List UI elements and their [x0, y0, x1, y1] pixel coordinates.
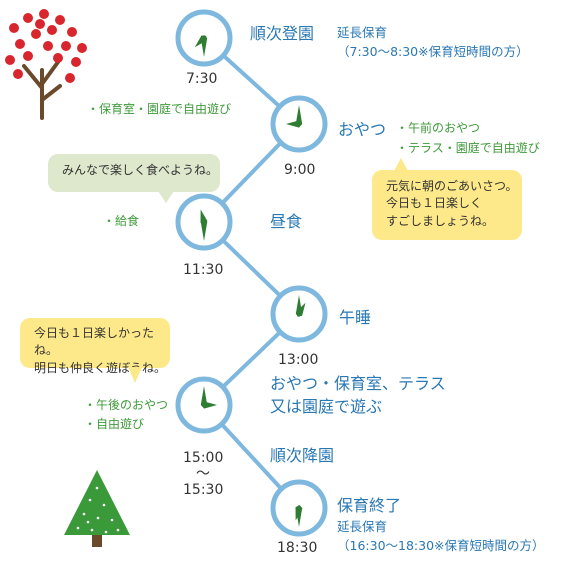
- extended-care-detail-evening: （16:30〜18:30※保育短時間の方）: [337, 538, 545, 553]
- speech-bubble-morning: 元気に朝のごあいさつ。 今日も１日楽しく すごしましょうね。: [372, 170, 522, 240]
- note-free-play-afternoon: ・自由遊び: [84, 417, 145, 431]
- time-1300: 13:00: [278, 352, 319, 368]
- pine-tree-icon: [64, 470, 130, 547]
- speech-bubble-morning-line-3: すごしましょうね。: [386, 213, 495, 228]
- speech-bubble-afternoon: 今日も１日楽しかったね。 明日も仲良く遊ぼうね。: [20, 318, 170, 375]
- speech-bubble-morning-line-2: 今日も１日楽しく: [386, 196, 483, 211]
- clock-icon: [175, 376, 233, 434]
- speech-bubble-morning-line-1: 元気に朝のごあいさつ。: [386, 179, 518, 193]
- time-0730: 7:30: [186, 71, 218, 87]
- speech-bubble-afternoon-line-1: 今日も１日楽しかったね。: [34, 326, 155, 358]
- event-departure: 順次降園: [270, 446, 335, 465]
- clock-icon: [270, 95, 328, 153]
- event-lunch: 昼食: [270, 212, 303, 231]
- time-1830: 18:30: [277, 540, 318, 556]
- event-care-end: 保育終了: [337, 496, 402, 515]
- event-snack-morning: おやつ: [338, 120, 387, 139]
- note-morning-snack: ・午前のおやつ: [396, 121, 481, 135]
- speech-bubble-morning-tail: [394, 158, 408, 171]
- extended-care-detail-morning: （7:30〜8:30※保育短時間の方）: [337, 44, 529, 59]
- note-free-play-morning: ・保育室・園庭で自由遊び: [87, 102, 232, 116]
- event-afternoon-play-line-2: 又は園庭で遊ぶ: [270, 397, 383, 416]
- speech-bubble-lunch-tail: [158, 191, 174, 203]
- event-nap: 午睡: [339, 308, 372, 327]
- event-arrival: 順次登園: [250, 24, 315, 43]
- time-1500: 15:00: [183, 450, 224, 466]
- extended-care-label-evening: 延長保育: [337, 519, 388, 534]
- extended-care-label-morning: 延長保育: [337, 25, 388, 40]
- time-1530: 15:30: [183, 482, 224, 498]
- event-afternoon-play-line-1: おやつ・保育室、テラス: [270, 374, 446, 393]
- time-0900: 9:00: [284, 162, 316, 178]
- speech-bubble-afternoon-tail: [128, 367, 142, 383]
- speech-bubble-lunch: みんなで楽しく食べようね。: [48, 154, 220, 192]
- clock-icon: [175, 193, 233, 251]
- note-school-lunch: ・給食: [103, 214, 140, 228]
- clock-icon: [270, 285, 328, 343]
- speech-bubble-lunch-text: みんなで楽しく食べようね。: [62, 163, 219, 177]
- apple-tree-icon: [5, 9, 87, 120]
- time-1130: 11:30: [183, 262, 224, 278]
- clock-icon: [175, 9, 233, 67]
- speech-bubble-afternoon-line-2: 明日も仲良く遊ぼうね。: [34, 360, 167, 375]
- note-afternoon-snack: ・午後のおやつ: [84, 398, 169, 412]
- clock-icon: [270, 479, 328, 537]
- time-tilde: 〜: [196, 466, 210, 482]
- note-terrace-play: ・テラス・園庭で自由遊び: [396, 141, 540, 155]
